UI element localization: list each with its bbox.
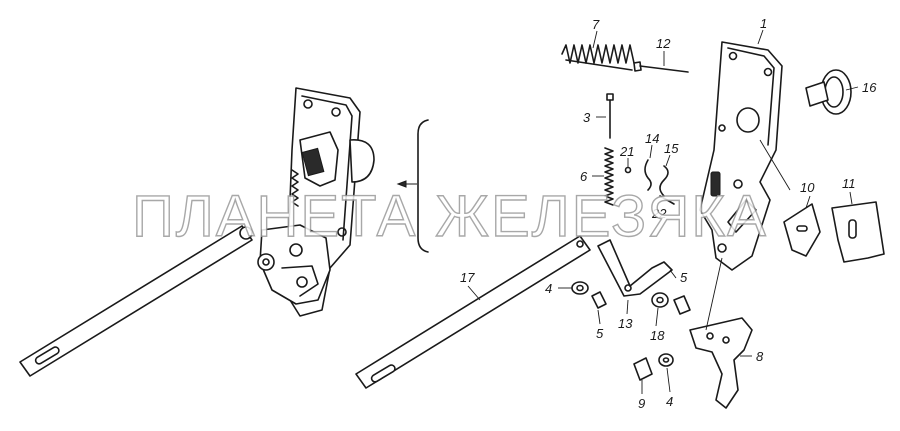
callout-5a: 5 bbox=[596, 326, 604, 341]
part-17-rod bbox=[355, 235, 591, 389]
callout-21: 21 bbox=[619, 144, 634, 159]
part-9-bolt bbox=[633, 357, 653, 381]
callout-15: 15 bbox=[664, 141, 679, 156]
part-21-washer bbox=[624, 166, 632, 174]
watermark-text: ПЛАНЕТА ЖЕЛЕЗЯКА bbox=[132, 184, 768, 249]
assembly-bracket bbox=[396, 119, 429, 253]
part-1-lock-plate bbox=[699, 41, 783, 271]
part-13-lever bbox=[597, 239, 673, 297]
callout-18: 18 bbox=[650, 328, 665, 343]
callout-22: 22 bbox=[651, 206, 667, 221]
part-7-spring bbox=[561, 44, 635, 71]
callout-16: 16 bbox=[862, 80, 877, 95]
callout-17: 17 bbox=[460, 270, 475, 285]
part-6-spring bbox=[604, 147, 614, 206]
callout-10: 10 bbox=[800, 180, 815, 195]
callout-leaders bbox=[467, 29, 859, 394]
part-3-rivet bbox=[606, 93, 614, 139]
callout-14: 14 bbox=[645, 131, 659, 146]
part-15-clip bbox=[659, 165, 669, 197]
callout-4a: 4 bbox=[545, 281, 552, 296]
callout-labels: 1 7 12 3 6 21 14 15 22 16 10 11 17 4 5 1… bbox=[460, 16, 877, 411]
fasteners-group bbox=[571, 281, 691, 381]
callout-11: 11 bbox=[842, 176, 856, 191]
part-16-knob bbox=[805, 69, 852, 115]
callout-4b: 4 bbox=[666, 394, 673, 409]
leader-plate-to-bracket bbox=[705, 257, 723, 331]
part-5-bolt-b bbox=[673, 295, 691, 315]
callout-12: 12 bbox=[656, 36, 671, 51]
part-18-washer bbox=[651, 292, 669, 308]
part-14-clip bbox=[644, 159, 652, 191]
part-8-bracket bbox=[689, 317, 753, 409]
callout-7: 7 bbox=[592, 17, 600, 32]
part-22-pin bbox=[659, 195, 675, 205]
assembled-lock-mechanism bbox=[19, 87, 375, 377]
callout-8: 8 bbox=[756, 349, 764, 364]
callout-13: 13 bbox=[618, 316, 633, 331]
part-4-washer-a bbox=[571, 281, 589, 295]
part-10-cam bbox=[783, 203, 821, 257]
callout-5b: 5 bbox=[680, 270, 688, 285]
part-5-bolt-a bbox=[591, 291, 607, 309]
callout-1: 1 bbox=[760, 16, 767, 31]
part-4-washer-b bbox=[658, 353, 674, 367]
callout-9: 9 bbox=[638, 396, 645, 411]
part-12-pin bbox=[633, 61, 689, 73]
part-11-plate bbox=[831, 201, 885, 263]
callout-6: 6 bbox=[580, 169, 588, 184]
callout-3: 3 bbox=[583, 110, 591, 125]
leader-plate-to-cam bbox=[759, 139, 791, 191]
